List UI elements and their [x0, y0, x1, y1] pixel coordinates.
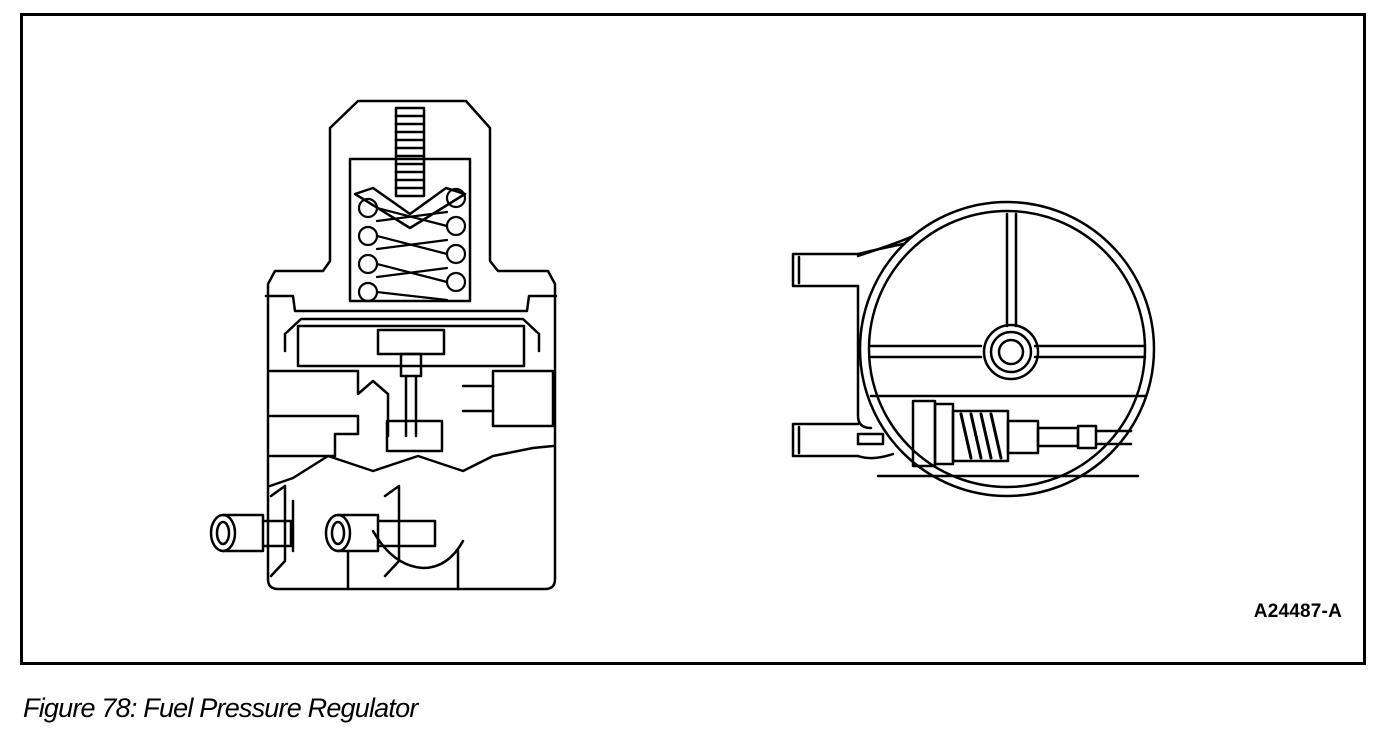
diaphragm — [283, 317, 541, 368]
spring — [357, 187, 467, 303]
valve-spring-assembly — [869, 394, 1147, 478]
regulator-top-view — [791, 200, 1156, 498]
regulator-housing-outline — [266, 99, 557, 591]
regulator-cross-section — [209, 99, 558, 591]
regulator-outer-ring — [858, 200, 1156, 498]
adjusting-screw — [394, 106, 426, 198]
fuel-return-fitting — [324, 484, 437, 578]
spring-seat — [353, 186, 467, 230]
valve-stem — [399, 352, 423, 438]
lower-tube-fitting — [791, 422, 895, 460]
spring-chamber — [348, 157, 472, 303]
figure-caption: Figure 78: Fuel Pressure Regulator — [23, 693, 418, 723]
section-break — [268, 444, 555, 488]
figure-frame: A24487-A — [20, 13, 1366, 665]
upper-tube-fitting — [791, 234, 915, 430]
figure-id-label: A24487-A — [1253, 601, 1342, 622]
center-boss — [982, 323, 1040, 381]
fuel-inlet-fitting — [209, 484, 293, 578]
regulator-diagram — [209, 99, 1156, 591]
